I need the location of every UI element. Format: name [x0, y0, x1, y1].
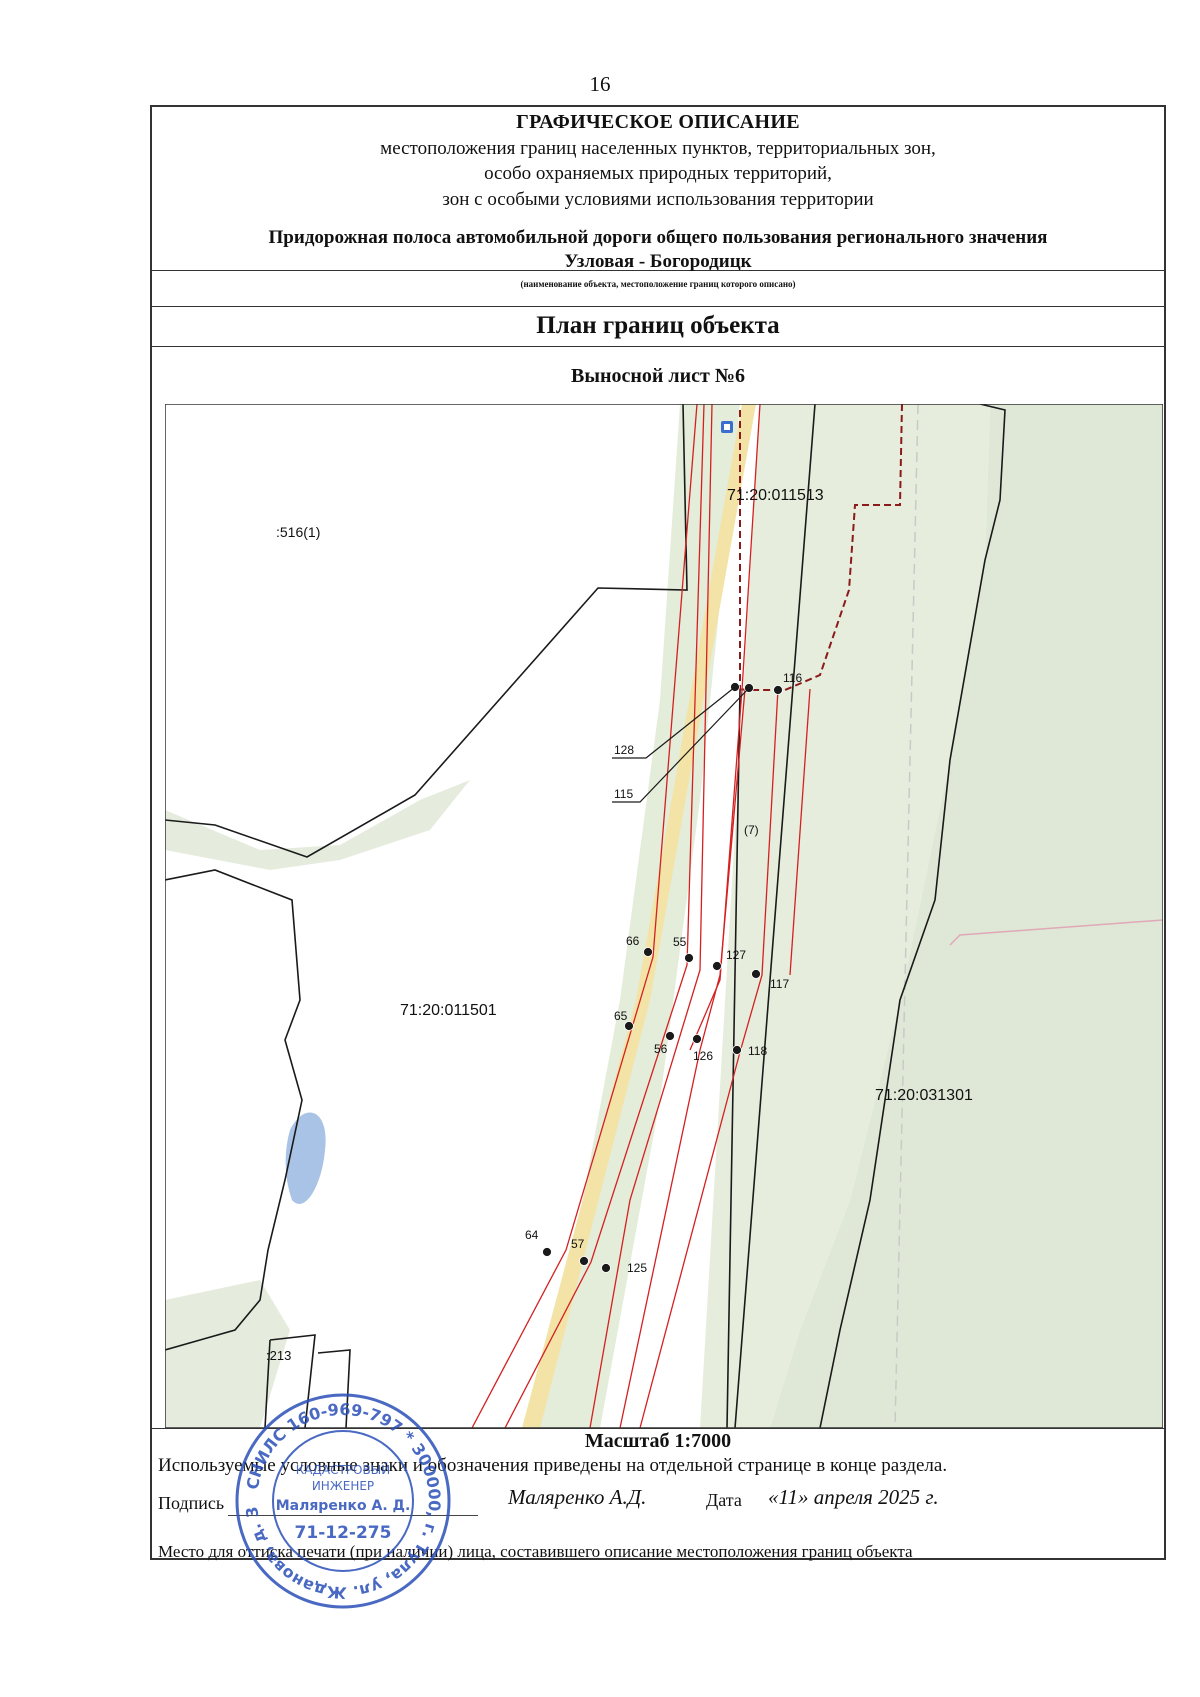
vertex-point-125 — [601, 1263, 611, 1273]
seal-place-note: Место для оттиска печати (при наличии) л… — [158, 1542, 913, 1561]
page-number: 16 — [589, 72, 611, 96]
stamp-line-4: 71-12-275 — [295, 1523, 392, 1543]
document-frame — [150, 105, 1166, 1560]
vertex-point-57 — [579, 1256, 589, 1266]
subtitle-line-1: местоположения границ населенных пунктов… — [380, 138, 936, 159]
parcel-boundary — [165, 869, 303, 1351]
parcel-label-213: :213 — [266, 1348, 291, 1363]
parcel-label-516: :516(1) — [276, 524, 320, 540]
point-label-118: 118 — [748, 1044, 767, 1058]
divider-line — [150, 1428, 1166, 1429]
vertex-point-116 — [773, 685, 783, 695]
object-name-line-1: Придорожная полоса автомобильной дороги … — [268, 227, 1048, 248]
boundary-line — [504, 404, 705, 1428]
boundary-line — [639, 688, 779, 1428]
boundary-map: :516(1) 71:20:011513 71:20:011501 71:20:… — [165, 404, 1163, 1428]
vertex-point-56 — [665, 1031, 675, 1041]
document-title: ГРАФИЧЕСКОЕ ОПИСАНИЕ — [516, 111, 800, 133]
boundary-line — [689, 404, 761, 1051]
map-scale: Масштаб 1:7000 — [584, 1430, 732, 1452]
parcel-boundary — [317, 1349, 351, 1428]
vertex-markers — [542, 682, 783, 1273]
object-name-line-2: Узловая - Богородицк — [564, 251, 752, 272]
point-label-128: 128 — [614, 743, 634, 757]
vertex-point-66 — [643, 947, 653, 957]
plan-title: План границ объекта — [536, 312, 780, 339]
point-label-125: 125 — [627, 1261, 647, 1275]
seal-stamp: СНИЛС 160-969-797 * 300000, г. Тула, ул.… — [235, 1393, 451, 1609]
parcel-boundary — [165, 404, 688, 858]
object-caption: (наименование объекта, местоположение гр… — [520, 279, 796, 289]
subtitle-line-3: зон с особыми условиями использования те… — [442, 189, 874, 210]
point-label-127: 127 — [726, 948, 746, 962]
boundary-line — [589, 404, 713, 1428]
point-label-64: 64 — [525, 1228, 539, 1242]
leader-lines — [612, 686, 750, 803]
parcel-boundary — [726, 689, 741, 1428]
point-label-55: 55 — [673, 935, 687, 949]
parcel-label-031301: 71:20:031301 — [875, 1087, 973, 1104]
boundary-line — [471, 404, 698, 1428]
point-label-116: 116 — [783, 671, 802, 685]
water-area — [285, 1112, 326, 1204]
vegetation-area — [700, 404, 990, 1428]
divider-line — [150, 270, 1166, 271]
point-label-56: 56 — [654, 1042, 668, 1056]
boundary-line — [789, 688, 811, 976]
parcel-boundary-dashed — [734, 404, 903, 691]
parcel-label-011501: 71:20:011501 — [400, 1002, 497, 1019]
vertex-point-118 — [732, 1045, 742, 1055]
signature-label: Подпись — [158, 1493, 225, 1513]
date-label: Дата — [706, 1490, 742, 1510]
vertex-point-55 — [684, 953, 694, 963]
boundary-line — [619, 688, 746, 1428]
legend-note: Используемые условные знаки и обозначени… — [158, 1455, 948, 1476]
subtitle-line-2: особо охраняемых природных территорий, — [484, 163, 832, 184]
parcel-boundary — [734, 404, 816, 1428]
stamp-line-3: Маляренко А. Д. — [276, 1498, 411, 1514]
point-label-117: 117 — [770, 977, 789, 991]
vertex-point-65 — [624, 1021, 634, 1031]
stamp-line-1: КАДАСТРОВЫЙ — [296, 1462, 391, 1477]
stamp-line-2: ИНЖЕНЕР — [312, 1479, 374, 1493]
district-border — [949, 919, 1163, 946]
road-surface — [522, 404, 756, 1428]
parcel-boundary — [264, 1334, 316, 1428]
vertex-point-64 — [542, 1247, 552, 1257]
divider-line — [150, 346, 1166, 347]
point-label-126: 126 — [693, 1049, 713, 1063]
point-label-115: 115 — [614, 787, 633, 801]
vegetation-area — [770, 404, 1163, 1428]
vegetation-area — [165, 1280, 290, 1428]
parcel-label-7: (7) — [744, 823, 759, 837]
road-sign-icon — [724, 424, 730, 430]
divider-line — [150, 306, 1166, 307]
point-label-66: 66 — [626, 934, 640, 948]
point-label-57: 57 — [571, 1237, 585, 1251]
vertex-point-117 — [751, 969, 761, 979]
vertex-point-126 — [692, 1034, 702, 1044]
railway-line — [894, 404, 919, 1428]
parcel-label-011513: 71:20:011513 — [727, 487, 824, 504]
signer-name: Маляренко А.Д. — [508, 1485, 647, 1509]
signature-line — [228, 1515, 478, 1516]
vegetation-area — [540, 404, 740, 1428]
vertex-point-127 — [712, 961, 722, 971]
vegetation-area — [165, 780, 470, 870]
parcel-boundary — [819, 404, 1006, 1428]
sheet-title: Выносной лист №6 — [571, 365, 745, 387]
point-label-65: 65 — [614, 1009, 628, 1023]
date-value: «11» апреля 2025 г. — [768, 1485, 939, 1509]
